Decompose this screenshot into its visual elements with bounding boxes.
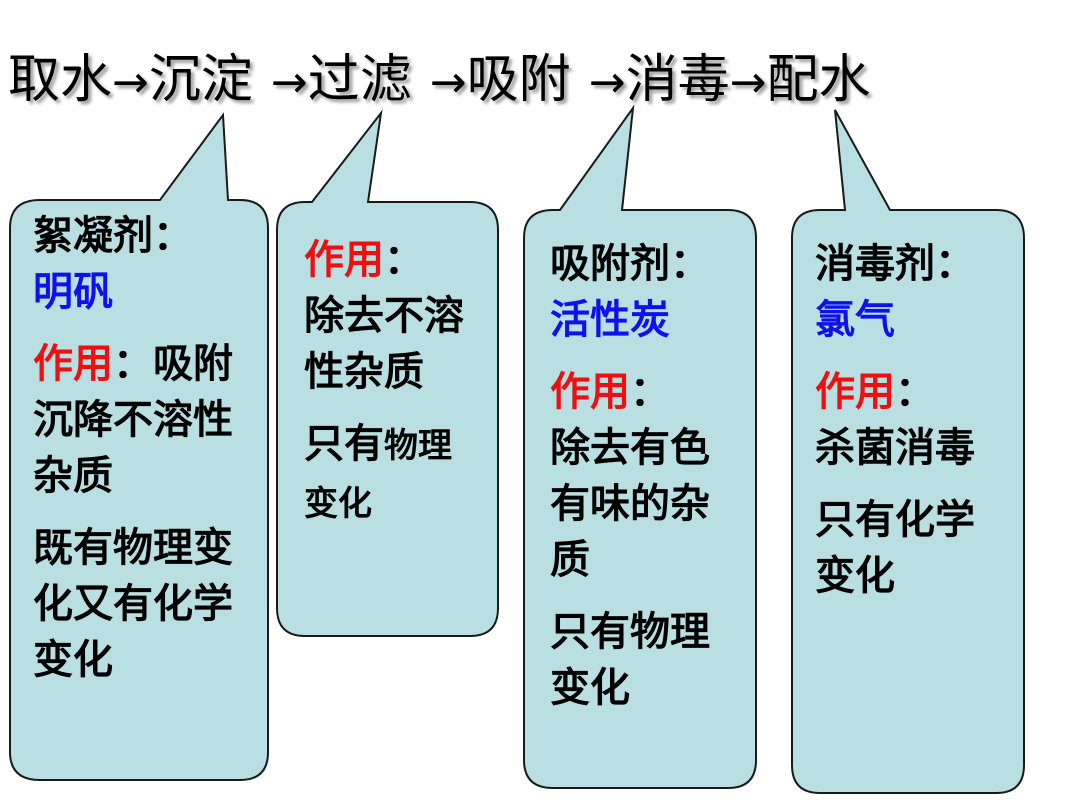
callout-bubble-filtration — [276, 109, 499, 637]
arrow-1: → — [112, 57, 149, 108]
step-distribution: 配水 — [766, 50, 871, 110]
function-text: 吸附沉降不溶性杂质 — [33, 341, 233, 499]
step-sedimentation: 沉淀 — [148, 50, 253, 110]
function-separator: ： — [384, 237, 424, 283]
disinfectant-label: 消毒剂： — [815, 241, 975, 287]
change-text-b: 物理 — [384, 426, 452, 466]
arrow-3: → — [429, 57, 467, 108]
change-text-a: 只有 — [304, 421, 384, 467]
callout-sedimentation: 絮凝剂： 明矾 作用：吸附沉降不溶性杂质 既有物理变化又有化学变化 — [33, 208, 233, 704]
coagulant-label: 絮凝剂： — [33, 213, 193, 259]
function-label: 作用 — [33, 341, 113, 387]
arrow-5: → — [729, 57, 767, 108]
function-separator: ： — [895, 369, 935, 415]
callout-filtration: 作用： 除去不溶性杂质 只有物理 变化 — [304, 232, 488, 548]
arrow-2: → — [270, 57, 308, 108]
step-disinfection: 消毒 — [625, 50, 730, 110]
change-text-c: 变化 — [304, 484, 372, 524]
callout-bubble-disinfection — [791, 109, 1025, 794]
function-separator: ： — [113, 341, 153, 387]
function-text: 除去不溶性杂质 — [304, 293, 464, 395]
callout-adsorption: 吸附剂： 活性炭 作用： 除去有色有味的杂质 只有物理变化 — [550, 236, 730, 732]
process-flow-title: 取水→沉淀→过滤→吸附→消毒→配水 — [8, 40, 1078, 120]
function-label: 作用 — [815, 369, 895, 415]
callout-bubble-adsorption — [523, 104, 757, 789]
function-label: 作用 — [550, 369, 630, 415]
arrow-4: → — [588, 57, 626, 108]
function-text: 除去有色有味的杂质 — [550, 425, 710, 583]
callout-bubble-sedimentation — [9, 112, 269, 781]
function-text: 杀菌消毒 — [815, 425, 975, 471]
adsorbent-label: 吸附剂： — [550, 241, 710, 287]
function-separator: ： — [630, 369, 670, 415]
callout-disinfection: 消毒剂： 氯气 作用： 杀菌消毒 只有化学变化 — [815, 236, 995, 620]
function-label: 作用 — [304, 237, 384, 283]
step-adsorption: 吸附 — [466, 50, 571, 110]
step-intake: 取水 — [8, 50, 113, 110]
change-text: 只有物理变化 — [550, 609, 710, 711]
change-text: 既有物理变化又有化学变化 — [33, 525, 233, 683]
step-filtration: 过滤 — [307, 50, 412, 110]
change-text: 只有化学变化 — [815, 497, 975, 599]
coagulant-name: 明矾 — [33, 269, 113, 315]
adsorbent-name: 活性炭 — [550, 297, 670, 343]
disinfectant-name: 氯气 — [815, 297, 895, 343]
